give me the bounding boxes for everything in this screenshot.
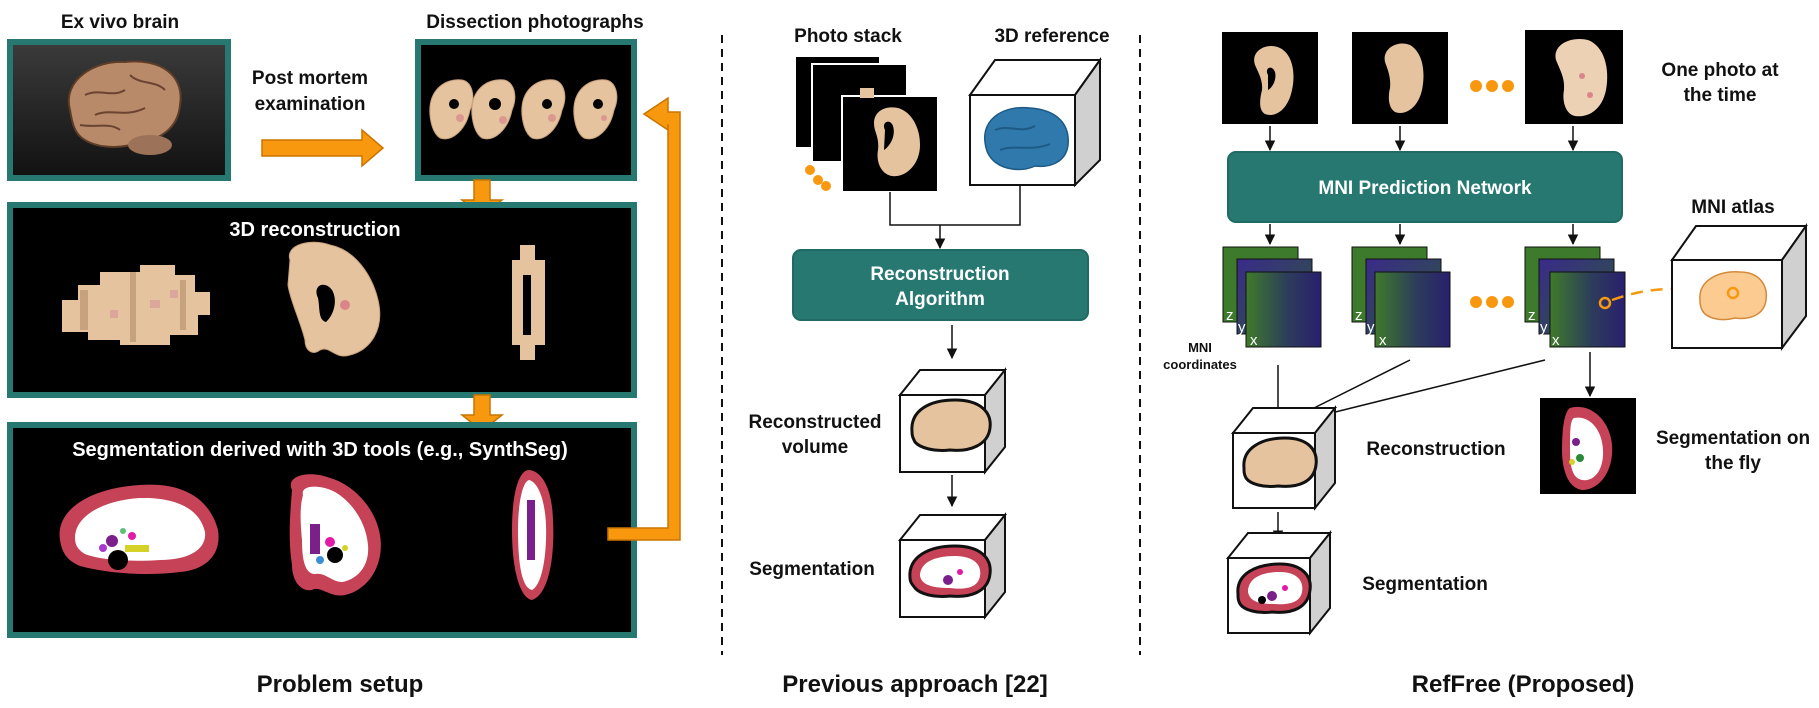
axis-z-label: z [1528,307,1536,324]
mni-coords-label-1: MNI [1188,340,1212,355]
axis-z-label: z [1355,307,1363,324]
seg-fly-label-2: the fly [1705,453,1761,474]
recon-sagittal [62,265,210,345]
problem-caption: Problem setup [257,671,424,698]
postmortem-arrow [261,128,385,168]
feedback-arrow [607,96,681,541]
arrow-coords3-recon [1293,359,1546,425]
axis-z-label: z [1226,307,1234,324]
recon-coronal [287,241,381,357]
refree-segmentation-cube [1225,530,1333,636]
mni-coords-stack-1: z y x [1222,246,1322,349]
ex-vivo-photo [7,39,231,181]
input-photo-2 [1352,32,1448,124]
dots-icon [1470,80,1514,92]
segmentation-on-fly-image [1540,398,1636,494]
brain-icon [1699,271,1768,321]
segmentation-label-prev: Segmentation [749,559,875,580]
algo-line-1: Reconstruction [870,264,1009,285]
seg-coronal [289,474,381,596]
atlas-lookup-line [1611,287,1721,302]
connector-inputs [889,185,1021,226]
segmentation-panel: Segmentation derived with 3D tools (e.g.… [7,422,637,638]
problem-setup-panel: Ex vivo brain Dissection photographs Pos… [7,12,681,698]
refree-segmentation-label: Segmentation [1362,574,1488,595]
dissection-photos [415,39,637,181]
dots-icon [1470,296,1514,308]
mni-coords-stack-3: z y x [1524,246,1626,349]
input-photo-1 [1222,32,1318,124]
axis-y-label: y [1238,319,1246,336]
input-photo-3 [1525,30,1623,124]
recon-volume-label-2: volume [782,437,849,458]
photo-stack [794,55,939,193]
mni-coords-label-2: coordinates [1163,357,1237,372]
seg-fly-label-1: Segmentation on [1656,428,1810,449]
mni-atlas-cube [1670,222,1808,351]
refree-panel: One photo at the time MNI Prediction Net… [1163,30,1810,698]
brain-icon [67,60,182,155]
reference-cube [968,56,1102,188]
seg-axial [512,470,554,600]
refree-reconstruction-label: Reconstruction [1366,439,1505,460]
axis-y-label: y [1367,319,1375,336]
reconstruction-algorithm-box: Reconstruction Algorithm [792,249,1089,321]
reference-label: 3D reference [994,26,1109,47]
brain-icon [984,106,1069,171]
mni-network-box: MNI Prediction Network [1227,151,1623,223]
axis-x-label: x [1552,332,1560,349]
seg-sagittal [59,484,219,574]
recon-title: 3D reconstruction [229,219,400,241]
segmentation-cube [897,512,1008,620]
previous-approach-panel: Photo stack 3D reference Recon [748,26,1109,698]
axis-y-label: y [1540,319,1548,336]
refree-caption: RefFree (Proposed) [1412,671,1635,698]
atlas-label: MNI atlas [1691,197,1774,218]
recon-volume-label-1: Reconstructed [748,412,881,433]
photo-stack-label: Photo stack [794,26,902,47]
one-photo-label-2: the time [1684,85,1757,106]
recon-axial [512,245,545,360]
postmortem-label-1: Post mortem [252,68,368,89]
seg-title: Segmentation derived with 3D tools (e.g.… [72,439,568,461]
dots-icon [805,165,831,191]
previous-caption: Previous approach [22] [782,671,1047,698]
dissection-label: Dissection photographs [426,12,643,33]
one-photo-label-1: One photo at [1661,60,1779,81]
reconstructed-volume-cube [897,367,1008,475]
refree-reconstruction-cube [1230,405,1338,511]
algo-line-2: Algorithm [895,289,985,310]
mni-coords-stack-2: z y x [1351,246,1451,349]
network-label: MNI Prediction Network [1318,178,1532,199]
axis-x-label: x [1379,332,1387,349]
postmortem-label-2: examination [255,94,366,115]
axis-x-label: x [1250,332,1258,349]
ex-vivo-label: Ex vivo brain [61,12,179,33]
reconstruction-panel: 3D reconstruction [7,202,637,398]
